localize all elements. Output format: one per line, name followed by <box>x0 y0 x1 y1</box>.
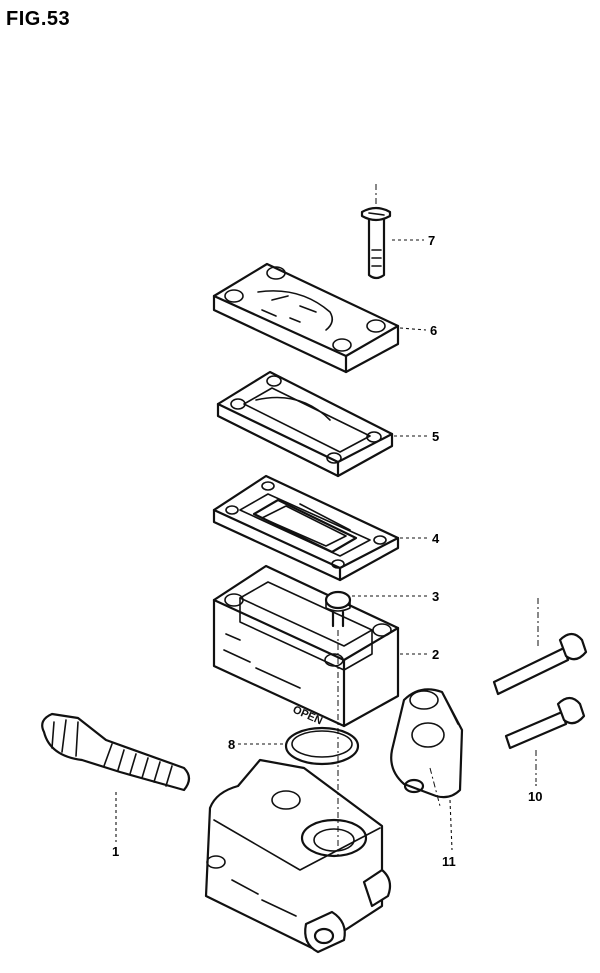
callout-10: 10 <box>528 789 542 804</box>
part-7-screw <box>360 206 392 280</box>
callout-6: 6 <box>430 323 437 338</box>
callout-8: 8 <box>228 737 235 752</box>
callout-7: 7 <box>428 233 435 248</box>
leader-lines <box>115 239 537 851</box>
callout-11: 11 <box>442 854 456 869</box>
callout-2: 2 <box>432 647 439 662</box>
centerlines <box>337 184 539 856</box>
part-3-bolt <box>324 590 352 628</box>
callout-labels: 7 6 5 4 3 2 8 1 10 11 <box>112 233 542 869</box>
callout-5: 5 <box>432 429 439 444</box>
part-8-o-ring <box>284 726 360 766</box>
callout-3: 3 <box>432 589 439 604</box>
part-6-cap <box>212 262 400 374</box>
part-11-banjo-connector <box>390 688 464 799</box>
part-5-plate <box>216 370 394 478</box>
figure-title: FIG.53 <box>6 8 71 30</box>
part-2-reservoir-body: OPEN <box>212 564 400 727</box>
callout-1: 1 <box>112 844 119 859</box>
part-4-diaphragm <box>212 474 400 582</box>
part-1-hose-fitting <box>41 712 191 792</box>
callout-4: 4 <box>432 531 440 546</box>
part-10-bolts <box>492 632 588 750</box>
master-cylinder-body <box>204 758 392 954</box>
